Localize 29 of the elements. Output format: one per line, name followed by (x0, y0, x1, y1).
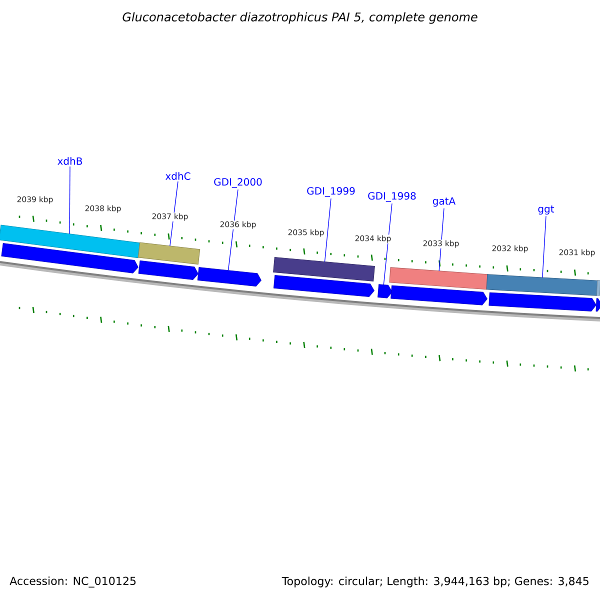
gene-bar (596, 280, 600, 296)
gene-label: gatA (432, 197, 456, 207)
gene-bar (273, 256, 375, 282)
coding-sequence-block (488, 292, 596, 312)
coding-sequence-block (138, 260, 198, 280)
title: Gluconacetobacter diazotrophicus PAI 5, complete genome (122, 12, 478, 24)
gene-bar (138, 242, 200, 265)
gene-label: GDI_1998 (368, 192, 416, 202)
coding-sequence-block (274, 275, 374, 297)
coding-sequence-block (1, 243, 138, 274)
gene-label: GDI_2000 (214, 178, 262, 188)
gene-label: ggt (538, 205, 554, 215)
coding-sequence-block (197, 267, 262, 287)
leader-line (69, 166, 70, 234)
gene-bar (0, 224, 140, 258)
gene-label: xdhB (58, 157, 82, 165)
gene-label: xdhC (166, 172, 190, 180)
leader-line (324, 198, 332, 262)
genome-info-text: Topology: circular; Length: 3,944,163 bp; Genes: 3,845 (282, 576, 588, 588)
gene-bar (389, 267, 488, 290)
gene-bar (486, 274, 598, 296)
coding-sequence-block (390, 285, 488, 306)
gene-label: GDI_1999 (307, 187, 355, 197)
leader-line (228, 189, 238, 271)
leader-line (383, 203, 392, 286)
coding-sequence-block (596, 298, 600, 312)
coding-sequence-block (378, 284, 392, 298)
leader-line (542, 216, 546, 278)
accession-text: Accession: NC_010125 (10, 576, 136, 588)
